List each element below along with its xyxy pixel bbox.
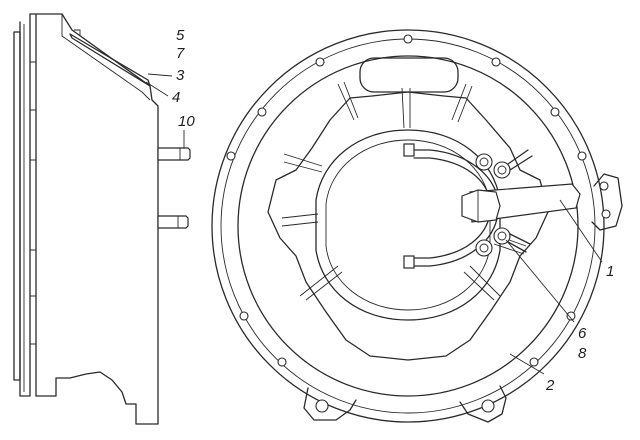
inner-ribs <box>281 81 527 301</box>
callout-10: 10 <box>178 113 195 130</box>
inner-cavity <box>267 91 549 361</box>
leader-4 <box>145 81 169 97</box>
side-flange <box>13 31 21 381</box>
callout-3: 3 <box>176 67 185 84</box>
side-stud-lower <box>157 215 189 229</box>
right-boss <box>591 173 623 231</box>
return-spring-lower <box>475 227 531 257</box>
callouts: 5 7 3 4 10 1 6 8 2 <box>172 27 614 394</box>
callout-2: 2 <box>545 377 555 394</box>
leader-6 <box>505 239 575 323</box>
leader-3 <box>147 73 173 77</box>
side-stud-upper <box>157 147 191 161</box>
callout-4: 4 <box>172 89 180 106</box>
callout-6: 6 <box>578 325 587 342</box>
side-view <box>13 13 191 425</box>
return-spring-upper <box>475 149 533 179</box>
flange-bolt-holes <box>226 34 587 367</box>
leader-1 <box>559 199 603 263</box>
leader-lines <box>145 73 603 375</box>
outer-flange <box>211 29 605 423</box>
callout-8: 8 <box>578 345 587 362</box>
bottom-lug-left <box>303 387 357 421</box>
central-bore <box>315 129 501 321</box>
callout-7: 7 <box>176 45 185 62</box>
front-view <box>211 29 623 423</box>
lever-hub <box>461 189 501 223</box>
inner-rim <box>237 55 579 397</box>
top-window <box>359 57 459 93</box>
leader-2 <box>509 353 545 375</box>
callout-5: 5 <box>176 27 185 44</box>
side-housing-body <box>35 13 159 425</box>
side-cover-plate <box>69 33 151 87</box>
bottom-lug-right <box>459 385 507 423</box>
callout-1: 1 <box>606 263 614 280</box>
